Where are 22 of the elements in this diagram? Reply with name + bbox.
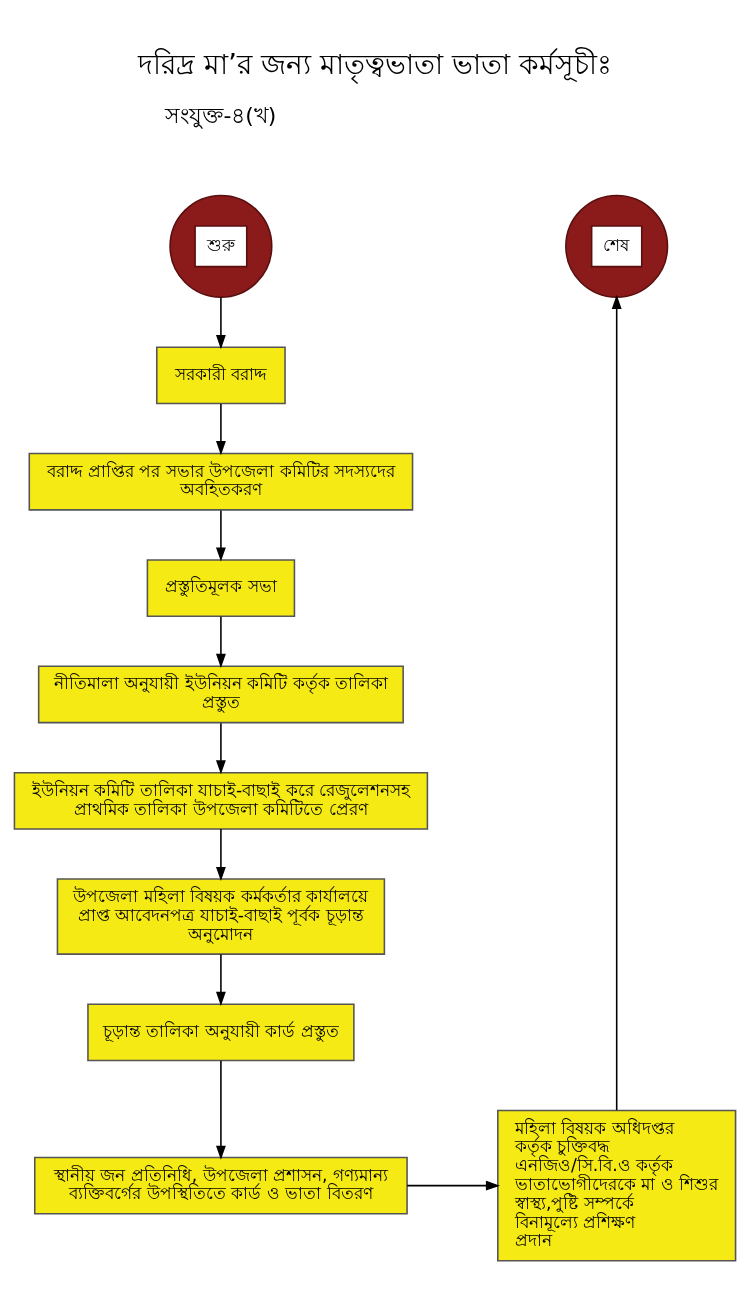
node-box: প্রস্তুতিমূলক সভা: [146, 558, 296, 617]
arrow: [216, 509, 226, 562]
node-circle: শুরু: [169, 194, 273, 298]
arrow: [216, 953, 226, 1006]
node-box: সরকারী বরাদ্দ: [156, 345, 286, 404]
node-box: স্থানীয় জন প্রতিনিধি, উপজেলা প্রশাসন, গণ্যমান্য ব্যক্তিবর্গের উপস্থিতিতে কার্ড ও ভাতা বিতরণ: [34, 1156, 408, 1215]
arrow: [216, 615, 226, 668]
node-circle: শেষ: [565, 194, 669, 298]
node-box: উপজেলা মহিলা বিষয়ক কর্মকর্তার কার্যালয়ে প্রাপ্ত আবেদনপত্র যাচাই-বাছাই পূর্বক চূড়ান্ত অনুমোদন: [56, 877, 386, 955]
node-box: ইউনিয়ন কমিটি তালিকা যাচাই-বাছাই করে রেজুলেশনসহ প্রাথমিক তালিকা উপজেলা কমিটিতে প্রেরণ: [13, 771, 429, 830]
node-box: নীতিমালা অনুযায়ী ইউনিয়ন কমিটি কর্তৃক তালিকা প্রস্তুত: [37, 665, 404, 723]
node-box: মহিলা বিষয়ক অধিদপ্তর কর্তৃক চুক্তিবদ্ধ এনজিও/সি.বি.ও কর্তৃক ভাতাভোগীদেরকে মা ও শিশুর স্বাস্থ্য,পুষ্টি সম্পর্কে বিনামূল্যে প্রশিক্ষণ প্রদান: [497, 1109, 737, 1261]
arrow: [216, 721, 226, 774]
arrow: [611, 294, 622, 1111]
node-box: চূড়ান্ত তালিকা অনুযায়ী কার্ড প্রস্তুত: [87, 1002, 355, 1061]
arrow: [216, 296, 226, 349]
arrow: [406, 1180, 500, 1191]
arrow: [216, 402, 226, 455]
label: সংযুক্ত-৪(খ): [165, 102, 277, 128]
arrow: [216, 827, 226, 881]
node-box: বরাদ্দ প্রাপ্তির পর সভার উপজেলা কমিটির সদস্যদের অবহিতকরণ: [28, 452, 414, 511]
arrow: [216, 1059, 226, 1160]
